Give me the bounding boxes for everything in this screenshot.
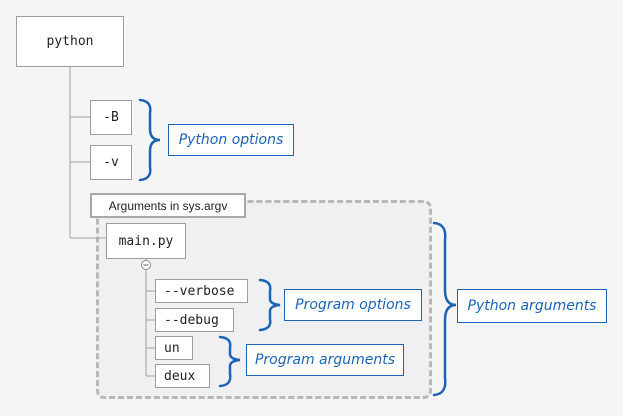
option-v-label: -v: [103, 155, 119, 170]
brace-program-arguments-icon: [218, 335, 241, 388]
collapse-icon[interactable]: [141, 260, 151, 270]
un-node[interactable]: un: [155, 336, 193, 360]
verbose-node[interactable]: --verbose: [155, 279, 248, 303]
python-options-callout[interactable]: Python options: [168, 124, 294, 156]
deux-node[interactable]: deux: [155, 364, 210, 388]
debug-node[interactable]: --debug: [155, 308, 234, 332]
brace-python-options-icon: [138, 98, 161, 182]
un-label: un: [164, 340, 180, 356]
program-options-callout[interactable]: Program options: [284, 289, 422, 321]
debug-label: --debug: [164, 312, 219, 328]
main-py-node[interactable]: main.py: [106, 223, 186, 259]
python-node-label: python: [46, 34, 94, 49]
brace-python-arguments-icon: [432, 221, 457, 397]
program-arguments-callout[interactable]: Program arguments: [246, 344, 404, 376]
python-arguments-callout[interactable]: Python arguments: [457, 289, 607, 323]
option-b-node[interactable]: -B: [90, 100, 132, 135]
verbose-label: --verbose: [164, 283, 235, 299]
option-b-label: -B: [103, 110, 119, 125]
sys-argv-group-label: Arguments in sys.argv: [90, 193, 246, 218]
brace-program-options-icon: [258, 278, 281, 332]
option-v-node[interactable]: -v: [90, 145, 132, 180]
deux-label: deux: [164, 368, 196, 384]
main-py-label: main.py: [118, 233, 174, 249]
python-node[interactable]: python: [16, 16, 124, 67]
